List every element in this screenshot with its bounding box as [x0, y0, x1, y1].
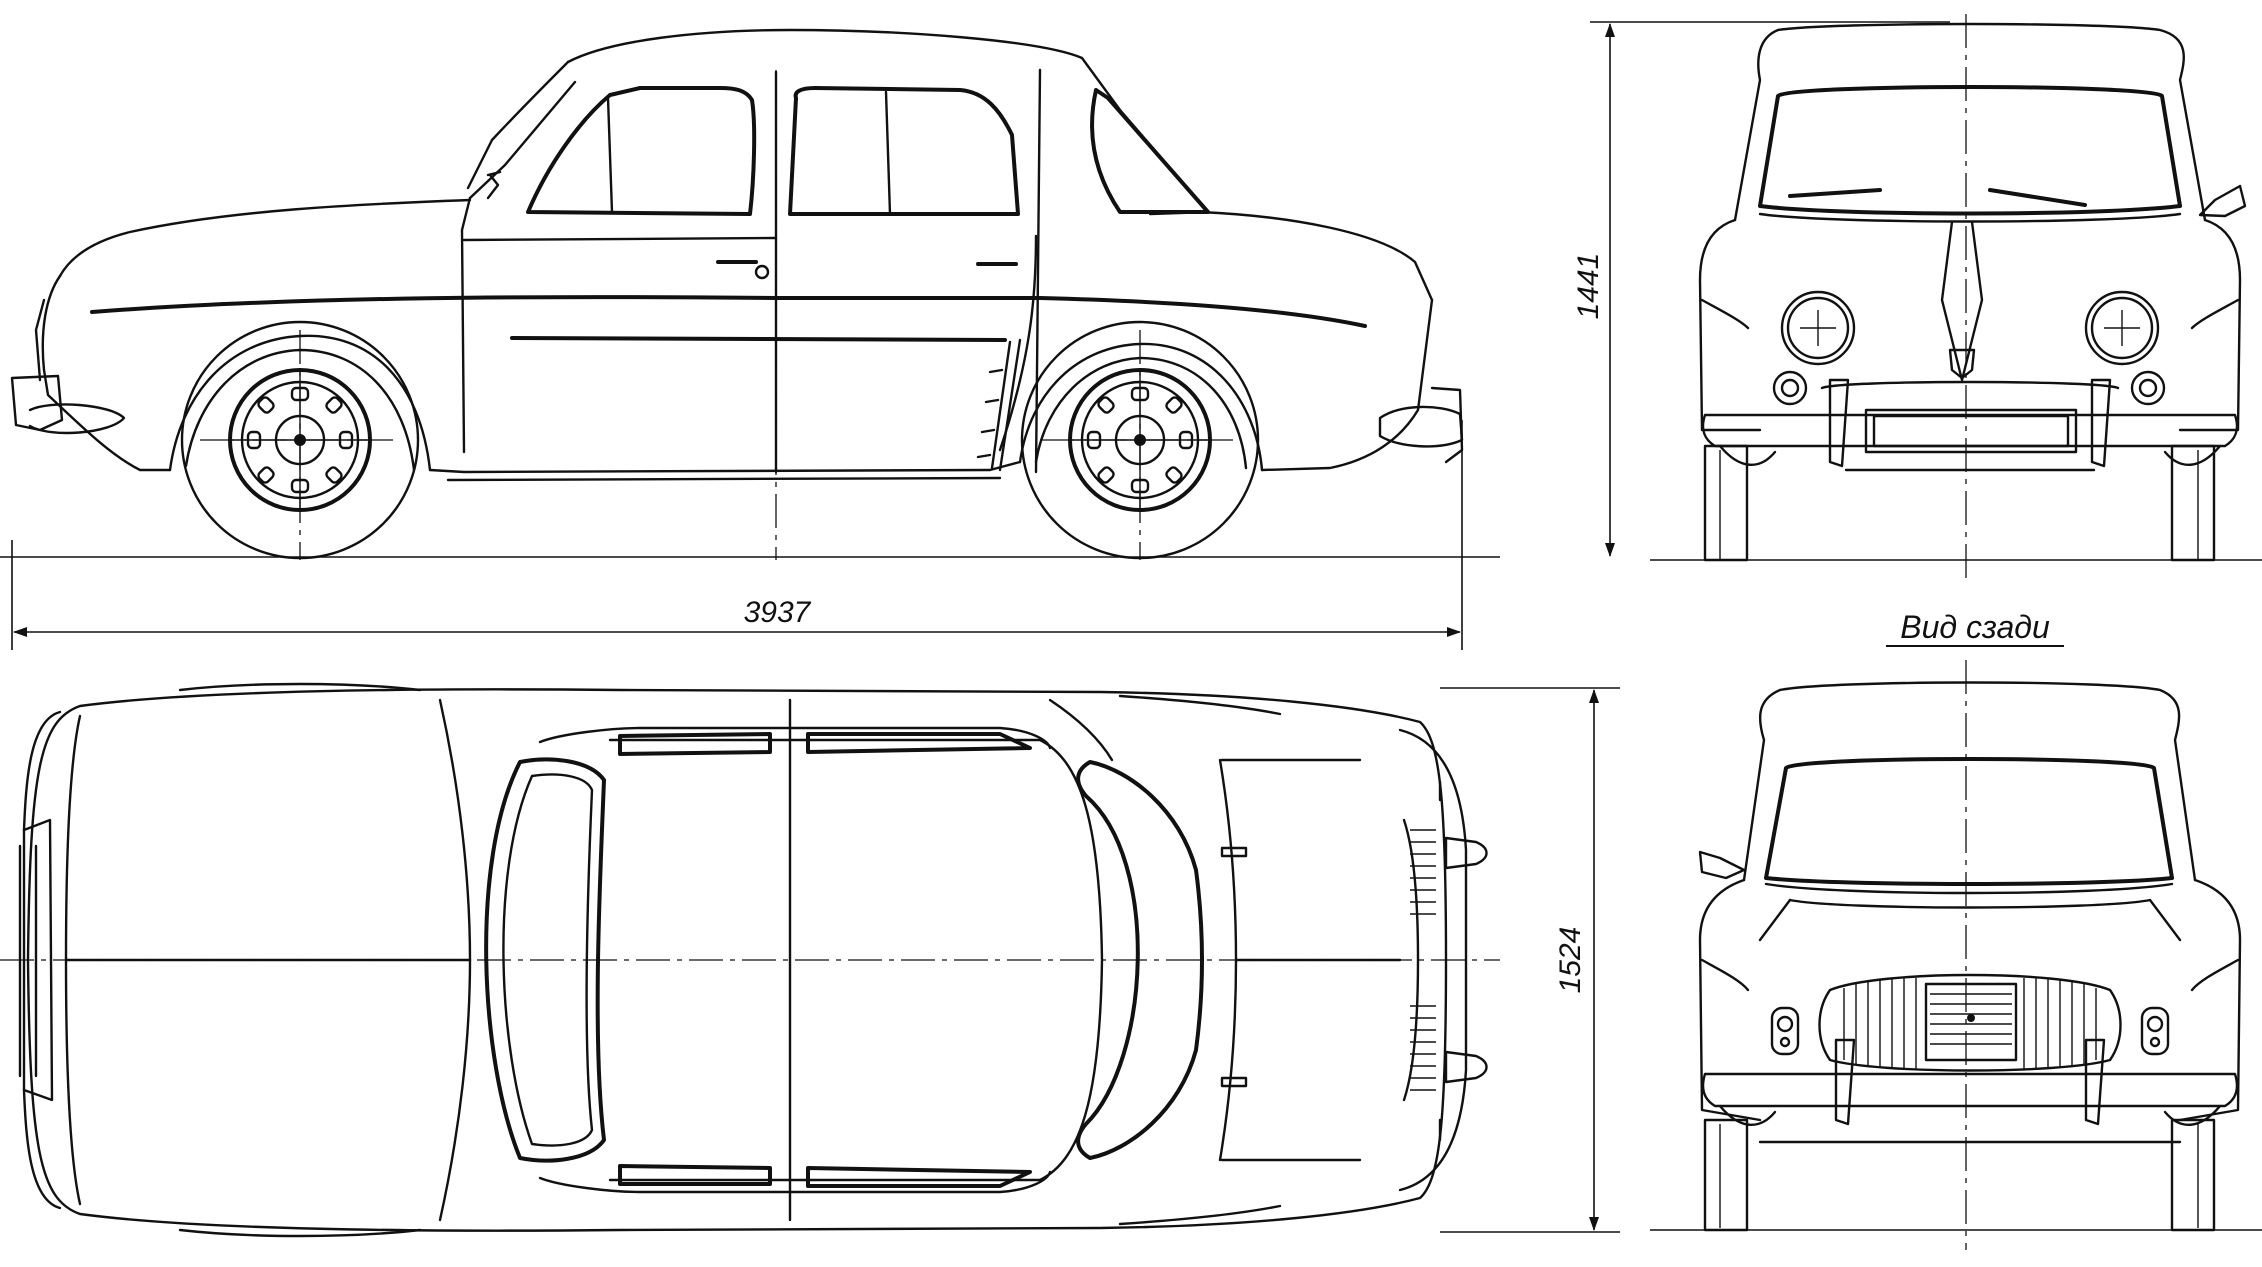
rear-view-caption: Вид сзади	[1886, 609, 2064, 647]
top-view	[0, 682, 1500, 1238]
front-view	[1650, 14, 2262, 580]
height-dimension: 1441	[1572, 21, 1950, 557]
width-dimension: 1524	[1440, 687, 1620, 1233]
rear-view	[1650, 660, 2262, 1250]
length-label: 3937	[744, 596, 812, 629]
height-label: 1441	[1572, 253, 1605, 320]
length-dimension: 3937	[0, 420, 1500, 650]
side-view	[10, 28, 1464, 560]
rear-view-label: Вид сзади	[1900, 609, 2050, 645]
width-label: 1524	[1554, 927, 1587, 994]
